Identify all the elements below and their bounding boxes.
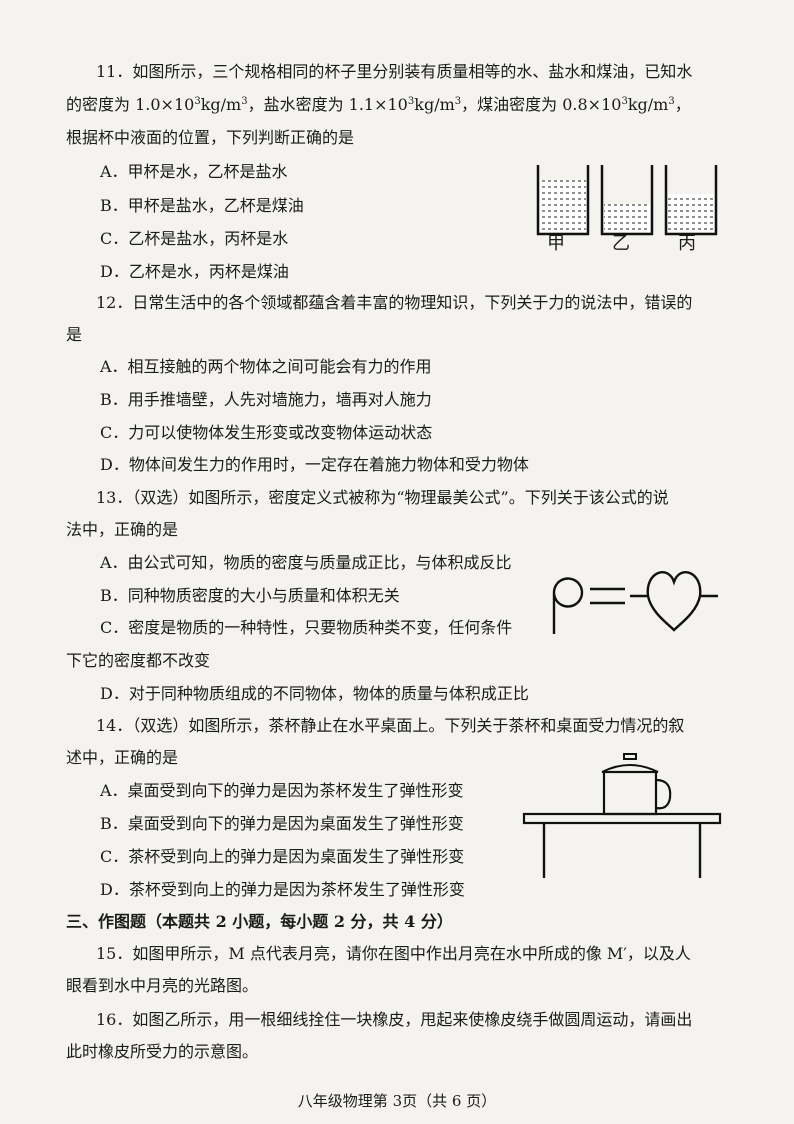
- q14-stem-line2: 述中，正确的是: [66, 748, 179, 767]
- q13-stem-line2: 法中，正确的是: [66, 520, 179, 539]
- cup-label-jia: 甲: [547, 233, 565, 254]
- density-formula-figure: [552, 571, 718, 634]
- q11-option-b: B．甲杯是盐水，乙杯是煤油: [100, 196, 304, 215]
- q14-option-b: B．桌面受到向下的弹力是因为桌面发生了弹性形变: [100, 814, 464, 833]
- q14-option-c: C．茶杯受到向上的弹力是因为桌面发生了弹性形变: [100, 847, 465, 866]
- q11-option-d: D．乙杯是水，丙杯是煤油: [100, 262, 289, 281]
- q12-option-c: C．力可以使物体发生形变或改变物体运动状态: [100, 423, 433, 442]
- q12-stem-line1: 12．日常生活中的各个领域都蕴含着丰富的物理知识，下列关于力的说法中，错误的: [96, 293, 693, 312]
- section-3-heading: 三、作图题（本题共 2 小题，每小题 2 分，共 4 分）: [66, 912, 453, 931]
- q14-stem-line1: 14．（双选）如图所示，茶杯静止在水平桌面上。下列关于茶杯和桌面受力情况的叙: [96, 716, 685, 735]
- q12-option-d: D．物体间发生力的作用时，一定存在着施力物体和受力物体: [100, 455, 529, 474]
- q14-option-d: D．茶杯受到向上的弹力是因为茶杯发生了弹性形变: [100, 880, 465, 899]
- teacup-icon: [601, 753, 672, 816]
- page-footer: 八年级物理第 3页（共 6 页）: [297, 1092, 497, 1110]
- cup-yi: [600, 165, 654, 236]
- q15-stem-line2: 眼看到水中月亮的光路图。: [66, 976, 259, 995]
- cup-jia: [536, 165, 590, 236]
- q16-stem-line1: 16．如图乙所示，用一根细线拴住一块橡皮，甩起来使橡皮绕手做圆周运动，请画出: [96, 1010, 693, 1029]
- q12-option-b: B．用手推墙壁，人先对墙施力，墙再对人施力: [100, 390, 432, 409]
- heart-icon: [646, 571, 702, 632]
- q13-option-b: B．同种物质密度的大小与质量和体积无关: [100, 586, 400, 605]
- q15-stem-line1: 15．如图甲所示，M 点代表月亮，请你在图中作出月亮在水中所成的像 M′，以及人: [96, 944, 691, 963]
- q14-option-a: A．桌面受到向下的弹力是因为茶杯发生了弹性形变: [100, 781, 464, 800]
- q13-option-c: C．密度是物质的一种特性，只要物质种类不变，任何条件: [100, 618, 513, 637]
- q13-option-a: A．由公式可知，物质的密度与质量成正比，与体积成反比: [100, 553, 512, 572]
- q13-option-c-continued: 下它的密度都不改变: [66, 651, 211, 670]
- teacup-table-figure: [522, 753, 722, 878]
- rho-symbol: [552, 577, 584, 634]
- table: [522, 812, 722, 878]
- cup-label-bing: 丙: [678, 233, 696, 254]
- q11-option-c: C．乙杯是盐水，丙杯是水: [100, 229, 289, 248]
- q11-stem-line1: 11．如图所示，三个规格相同的杯子里分别装有质量相等的水、盐水和煤油，已知水: [96, 62, 693, 81]
- q12-option-a: A．相互接触的两个物体之间可能会有力的作用: [100, 357, 432, 376]
- q12-stem-line2: 是: [66, 325, 83, 344]
- q13-option-d: D．对于同种物质组成的不同物体，物体的质量与体积成正比: [100, 684, 529, 703]
- cup-bing: [664, 165, 718, 236]
- cup-label-yi: 乙: [612, 233, 630, 254]
- q13-stem-line1: 13．（双选）如图所示，密度定义式被称为“物理最美公式”。下列关于该公式的说: [96, 488, 669, 507]
- q11-option-a: A．甲杯是水，乙杯是盐水: [100, 162, 288, 181]
- cups-figure: [536, 165, 718, 236]
- q11-stem-line2: 的密度为 1.0×103kg/m3，盐水密度为 1.1×103kg/m3，煤油密…: [66, 95, 691, 114]
- q16-stem-line2: 此时橡皮所受力的示意图。: [66, 1042, 259, 1061]
- q11-stem-line3: 根据杯中液面的位置，下列判断正确的是: [66, 128, 355, 147]
